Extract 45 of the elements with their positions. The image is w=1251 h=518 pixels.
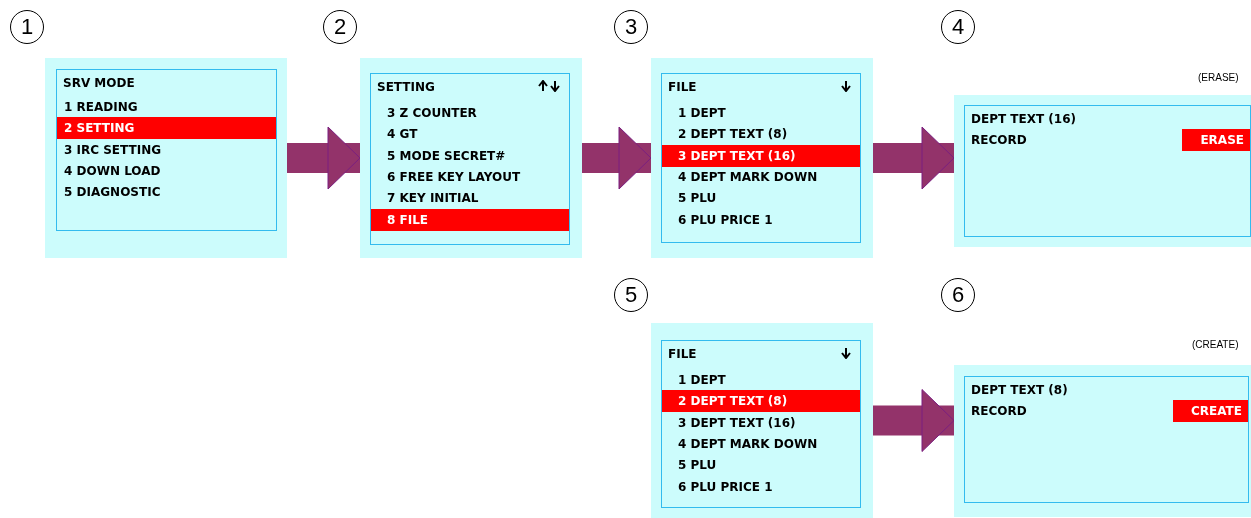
block-arrow	[582, 126, 652, 190]
screen-title: DEPT TEXT (16)	[971, 111, 1076, 127]
selected-menu-item: 2 DEPT TEXT (8)	[662, 390, 860, 413]
menu-item: 3 IRC SETTING	[63, 141, 162, 159]
screen-panel	[954, 365, 1251, 517]
block-arrow	[287, 126, 361, 190]
menu-item: 2 DEPT TEXT (8)	[677, 126, 788, 144]
action-caption: (CREATE)	[1192, 339, 1239, 350]
selected-menu-item: 2 SETTING	[57, 117, 276, 140]
menu-item: 4 DEPT MARK DOWN	[677, 168, 818, 186]
menu-item: 5 PLU	[677, 457, 717, 475]
screen-title: FILE	[668, 346, 697, 362]
screen-panel	[651, 58, 873, 258]
menu-item: 3 DEPT TEXT (16)	[677, 414, 796, 432]
menu-item: 1 READING	[63, 99, 138, 116]
selected-menu-item: 3 DEPT TEXT (16)	[662, 144, 860, 167]
screen-panel	[954, 95, 1251, 247]
menu-item: 4 DOWN LOAD	[63, 162, 161, 180]
field-label: RECORD	[971, 403, 1027, 419]
block-arrow	[873, 126, 955, 190]
menu-item: 4 GT	[386, 126, 418, 144]
block-arrow	[873, 389, 955, 452]
screen-panel	[360, 58, 582, 258]
action-button: CREATE	[1173, 400, 1248, 422]
menu-item: 6 PLU PRICE 1	[677, 211, 773, 229]
selected-menu-item: 8 FILE	[371, 208, 569, 231]
menu-item: 1 DEPT	[677, 105, 726, 122]
action-button: ERASE	[1182, 129, 1250, 151]
menu-item: 6 PLU PRICE 1	[677, 478, 773, 496]
screen-panel	[651, 323, 873, 518]
screen-title: DEPT TEXT (8)	[971, 382, 1068, 398]
menu-item: 6 FREE KEY LAYOUT	[386, 168, 521, 186]
menu-item: 5 DIAGNOSTIC	[63, 184, 161, 202]
menu-item: 3 Z COUNTER	[386, 105, 477, 122]
screen-title: SRV MODE	[63, 75, 135, 91]
menu-item: 5 MODE SECRET#	[386, 147, 506, 165]
menu-item: 7 KEY INITIAL	[386, 190, 479, 208]
screen-title: FILE	[668, 79, 697, 95]
menu-item: 4 DEPT MARK DOWN	[677, 435, 818, 453]
screen-panel	[45, 58, 287, 258]
action-caption: (ERASE)	[1198, 72, 1239, 83]
field-label: RECORD	[971, 132, 1027, 148]
menu-item: 1 DEPT	[677, 372, 726, 389]
screen-title: SETTING	[377, 79, 435, 95]
menu-item: 5 PLU	[677, 190, 717, 208]
